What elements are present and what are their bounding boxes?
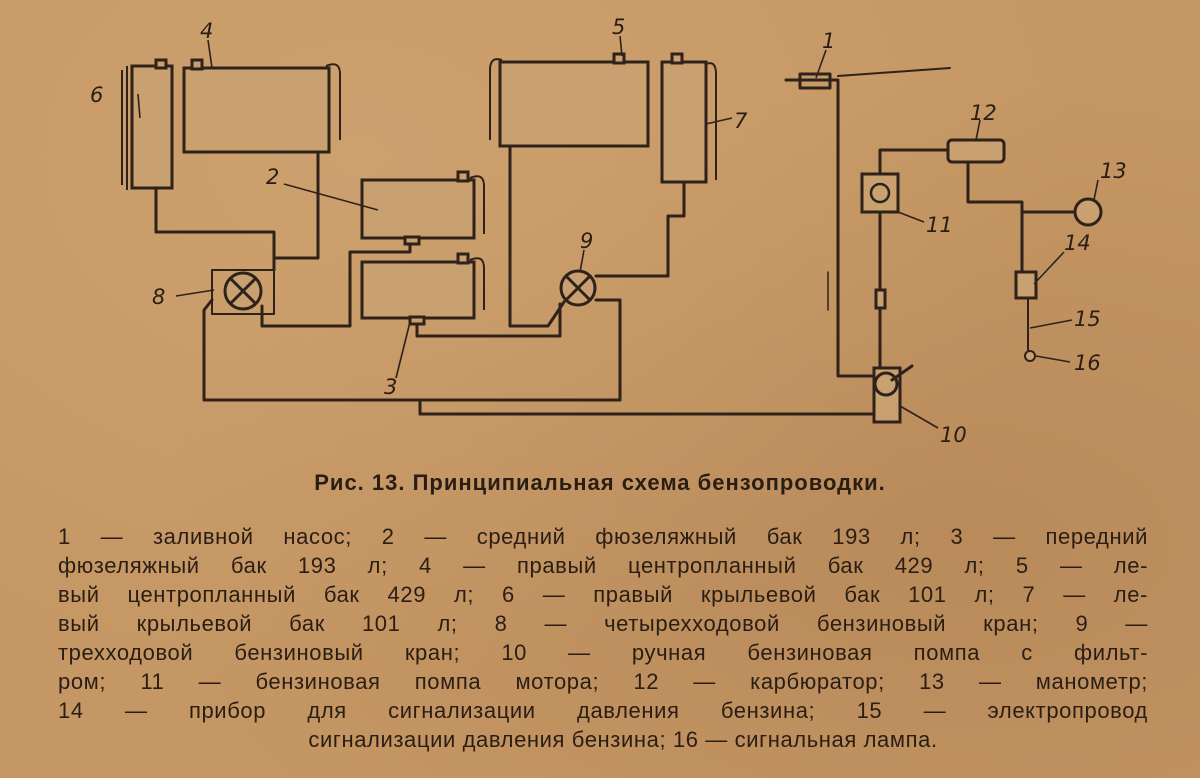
pipe-to-pump10 <box>418 398 876 416</box>
leader-15 <box>1029 319 1073 329</box>
leader-4 <box>207 39 213 69</box>
label-13: 13 <box>1100 159 1127 183</box>
tank-3-vent <box>469 257 485 310</box>
leader-12 <box>975 119 981 141</box>
label-5: 5 <box>612 15 625 39</box>
tank-2 <box>360 178 476 240</box>
leader-6 <box>137 93 141 119</box>
pipe-tank5-valve9 <box>508 144 566 328</box>
pipe-tank3-valve9 <box>415 302 562 338</box>
label-6: 6 <box>90 83 103 107</box>
legend-line: 1 — заливной насос; 2 — средний фюзеляжн… <box>58 524 1148 549</box>
valve-9-cross <box>564 274 592 302</box>
leader-7 <box>705 117 733 125</box>
tank-6-vent <box>121 66 128 190</box>
pipe-tank4-valve8 <box>272 150 320 260</box>
pipe-tank7-valve9 <box>594 180 686 278</box>
leader-8 <box>175 289 215 297</box>
legend-line: ром; 11 — бензиновая помпа мотора; 12 — … <box>58 669 1148 694</box>
leader-10 <box>899 405 939 429</box>
label-10: 10 <box>940 423 967 447</box>
tank-2-vent <box>469 175 485 234</box>
leader-13 <box>1093 179 1099 201</box>
pressure-sensor-14 <box>1014 270 1038 300</box>
tank-7-cap <box>670 52 684 65</box>
tank-2-cap <box>456 170 470 183</box>
tank-5 <box>498 60 650 148</box>
hand-pump-10-lever <box>890 364 914 382</box>
label-4: 4 <box>200 19 213 43</box>
pipe-fitting <box>874 288 887 310</box>
figure-legend: 1 — заливной насос; 2 — средний фюзеляжн… <box>58 522 1148 754</box>
pipe-carb-sensor <box>966 160 1024 274</box>
leader-9 <box>579 249 585 273</box>
legend-line: вый центропланный бак 429 л; 6 — правый … <box>58 582 1148 607</box>
leader-16 <box>1035 355 1071 363</box>
pipe-pump11-carb <box>878 148 950 176</box>
pipe-tank6-valve8 <box>154 186 276 272</box>
tank-6 <box>130 64 174 190</box>
tank-3 <box>360 260 476 320</box>
label-12: 12 <box>970 101 997 125</box>
legend-line: вый крыльевой бак 101 л; 8 — четырехходо… <box>58 611 1148 636</box>
legend-line: сигнализации давления бензина; 16 — сигн… <box>308 727 938 752</box>
label-11: 11 <box>926 213 953 237</box>
label-9: 9 <box>580 229 593 253</box>
priming-pump-handle <box>837 67 951 77</box>
priming-pump <box>784 72 840 90</box>
label-2: 2 <box>266 165 279 189</box>
label-3: 3 <box>384 375 397 399</box>
leader-11 <box>897 211 925 223</box>
label-7: 7 <box>734 109 748 133</box>
legend-line: трехходовой бензиновый кран; 10 — ручная… <box>58 640 1148 665</box>
signal-lamp-16 <box>1024 350 1036 362</box>
valve-8-cross <box>229 277 257 305</box>
tank-4-vent <box>325 63 341 140</box>
tank-5-cap <box>612 52 626 65</box>
leader-2 <box>283 183 379 211</box>
carburetor-12 <box>946 138 1006 164</box>
tank-3-cap <box>456 252 470 265</box>
tank-7 <box>660 60 708 184</box>
engine-pump-11-rotor <box>869 182 891 204</box>
label-1: 1 <box>822 29 835 53</box>
legend-line: фюзеляжный бак 193 л; 4 — правый центроп… <box>58 553 1148 578</box>
label-14: 14 <box>1064 231 1091 255</box>
label-8: 8 <box>152 285 165 309</box>
pipe-tank2-valve8 <box>260 242 412 328</box>
leader-5 <box>619 35 623 57</box>
hand-pump-10-head <box>873 371 899 397</box>
tank-7-vent <box>705 62 717 180</box>
fuel-system-diagram: 6 4 2 8 3 5 7 9 1 11 12 13 14 15 16 10 <box>90 15 1127 447</box>
tank-2-outlet <box>403 235 421 246</box>
tank-4 <box>182 66 331 154</box>
label-16: 16 <box>1074 351 1101 375</box>
legend-line: 14 — прибор для сигнализации давления бе… <box>58 698 1148 723</box>
tank-5-vent <box>489 58 503 140</box>
pipe-valve8-loop <box>202 298 622 402</box>
figure-caption: Рис. 13. Принципиальная схема бензопрово… <box>314 470 886 495</box>
tank-6-cap <box>154 58 168 70</box>
leader-1 <box>815 49 827 79</box>
leader-3 <box>395 321 411 379</box>
tank-4-cap <box>190 58 204 71</box>
label-15: 15 <box>1074 307 1101 331</box>
pipe-pump1 <box>836 80 878 378</box>
leader-14 <box>1033 251 1065 285</box>
manometer-13 <box>1073 197 1103 227</box>
